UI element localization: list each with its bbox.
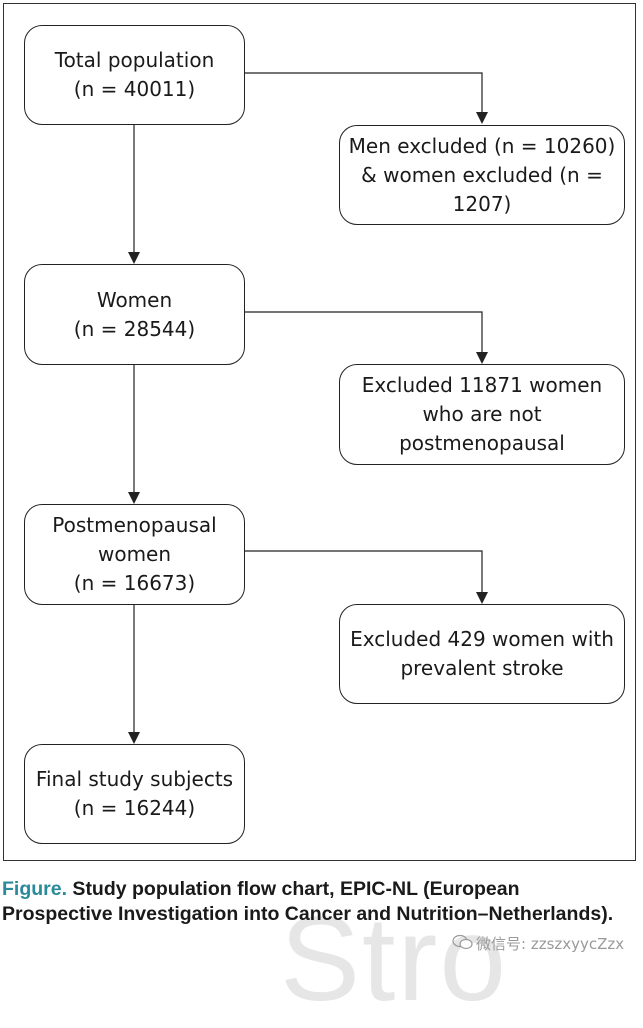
box-text: postmenopausal [399, 431, 565, 455]
box-text: Excluded 429 women with [350, 627, 614, 651]
box-final-study-subjects: Final study subjects (n = 16244) [24, 744, 245, 844]
box-text: Women [96, 287, 173, 312]
box-text: 1207) [452, 191, 512, 216]
box-text: women [97, 542, 172, 566]
box-text: (n = 28544) [73, 316, 196, 341]
box-text: who are not [422, 402, 542, 426]
box-text: Men excluded (n = 10260) [348, 133, 616, 158]
box-text: Excluded 11871 women [361, 373, 603, 397]
box-text: & women excluded (n = [361, 162, 603, 187]
box-total-population: Total population (n = 40011) [24, 25, 245, 125]
box-text: Total population [54, 48, 215, 72]
arrow-postmeno-to-excluded [245, 550, 488, 604]
figure-caption: Figure. Study population flow chart, EPI… [2, 877, 622, 927]
caption-label: Figure. [2, 878, 68, 900]
box-excluded-premenopausal: Excluded 11871 women who are not postmen… [339, 364, 625, 465]
box-text: (n = 16244) [73, 796, 196, 820]
box-text: Postmenopausal [52, 513, 217, 537]
box-text: (n = 40011) [73, 77, 196, 101]
box-text: Final study subjects [35, 767, 234, 791]
watermark-text: 微信号: zzszxyycZzx [476, 935, 625, 953]
connector-lines [128, 72, 488, 744]
wechat-icon [452, 934, 473, 950]
box-women: Women (n = 28544) [24, 264, 245, 365]
arrow-total-to-excluded [245, 72, 488, 124]
caption-text: Study population flow chart, EPIC-NL (Eu… [2, 878, 614, 925]
box-excluded-stroke: Excluded 429 women with prevalent stroke [339, 604, 625, 704]
box-postmenopausal-women: Postmenopausal women (n = 16673) [24, 504, 245, 605]
box-text: (n = 16673) [73, 571, 196, 595]
box-excluded-sex: Men excluded (n = 10260) & women exclude… [339, 125, 625, 225]
flowchart-frame [3, 3, 636, 861]
arrow-women-to-excluded [245, 311, 488, 364]
box-text: prevalent stroke [400, 656, 564, 680]
